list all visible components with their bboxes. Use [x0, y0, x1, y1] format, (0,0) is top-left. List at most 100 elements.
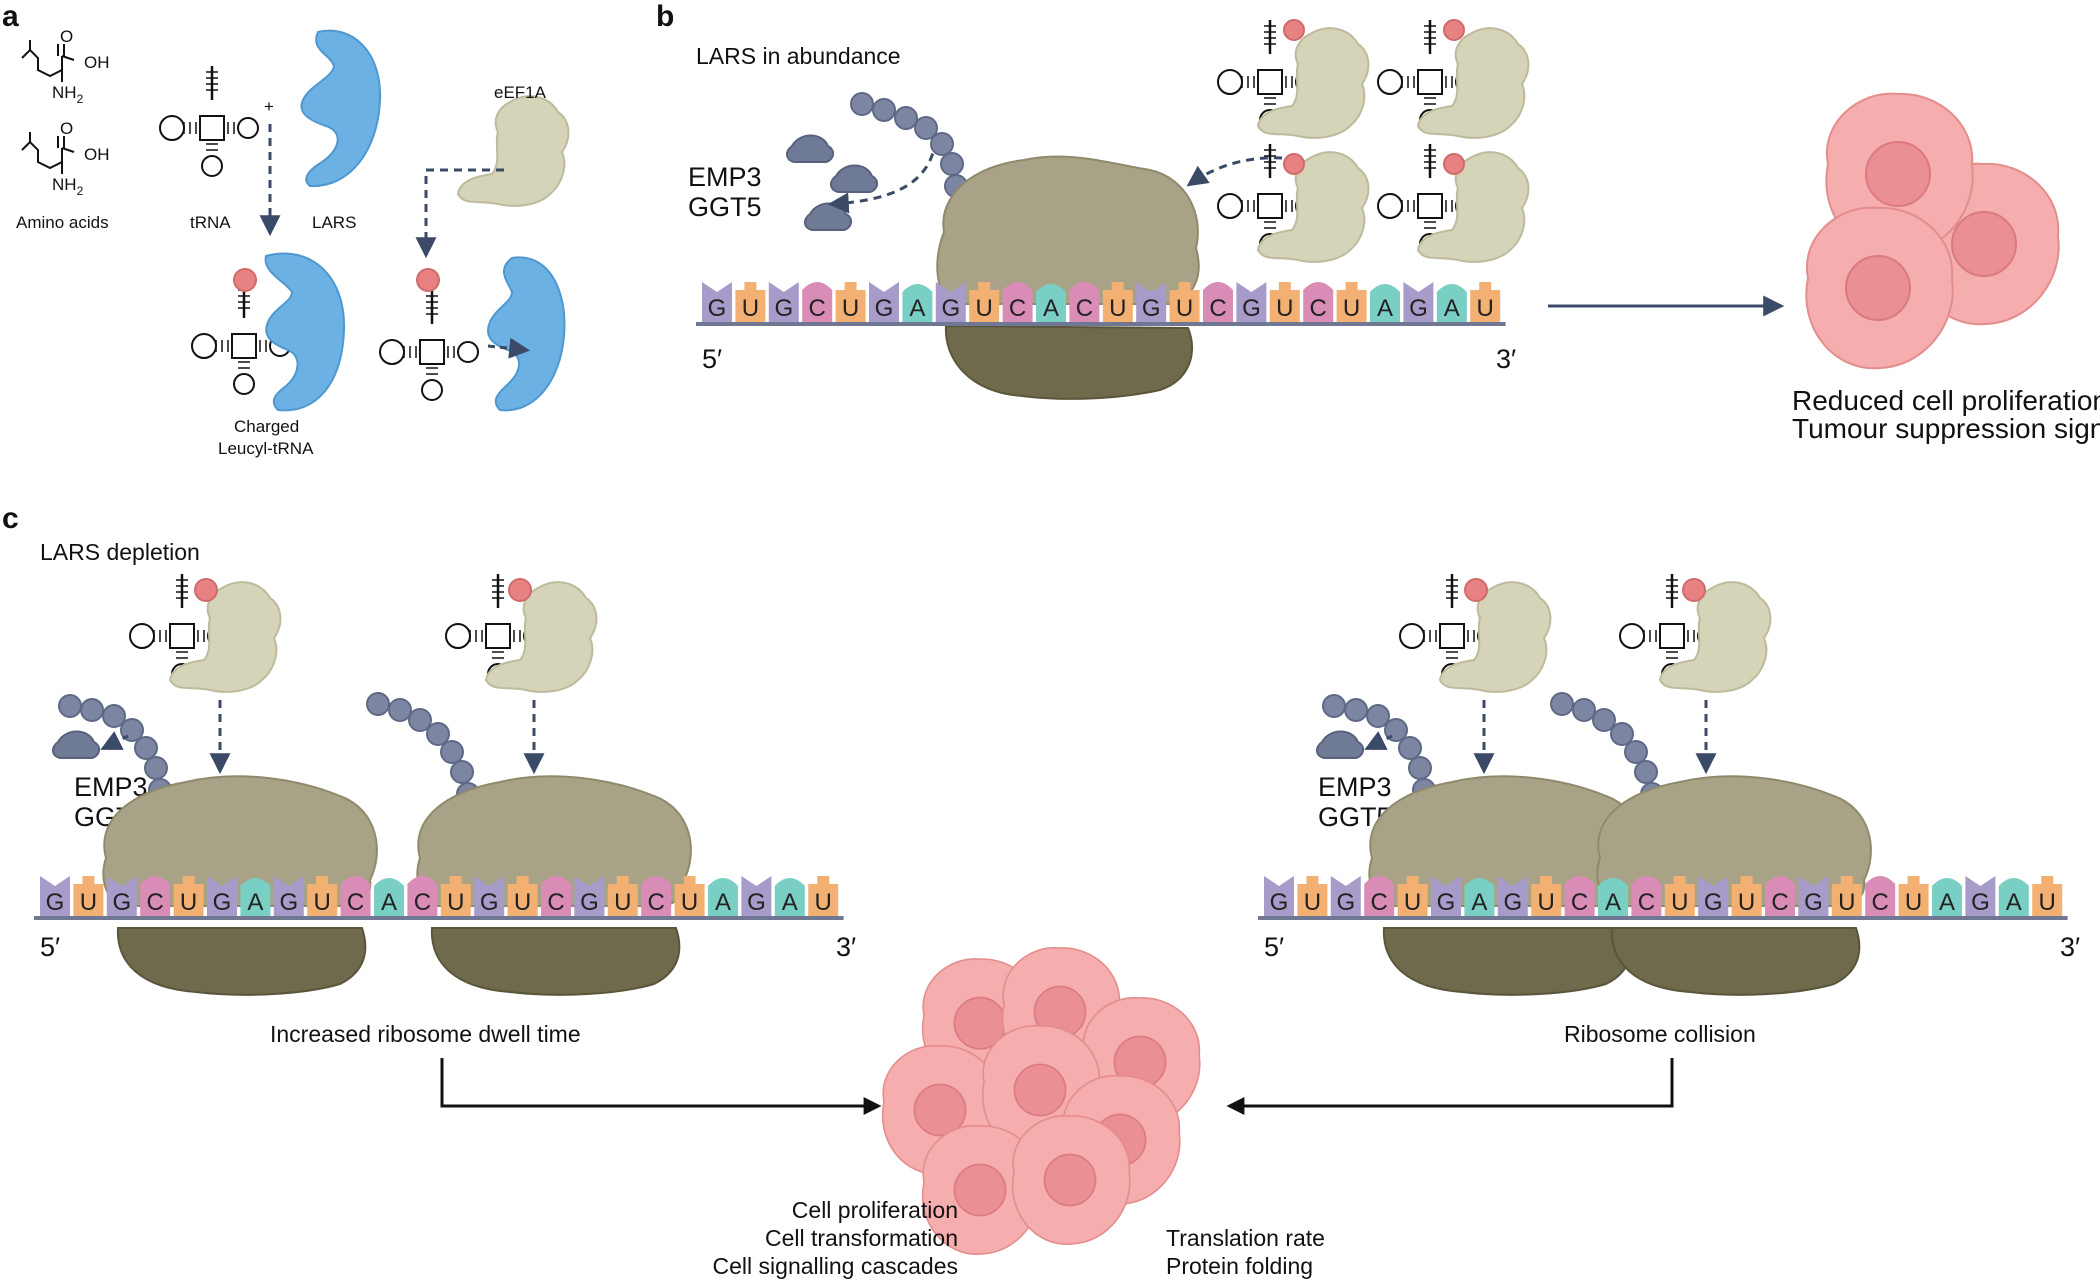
- amino-acids-label: Amino acids: [16, 213, 109, 232]
- nucleotide-letter: A: [1377, 295, 1393, 322]
- nucleotide-block: [1564, 876, 1595, 916]
- nucleotide-block: [1464, 878, 1495, 916]
- peptide-chain: [850, 92, 972, 220]
- nucleotide-block: [1403, 282, 1434, 322]
- panel-b: LARS in abundance EMP3 GGT5: [688, 18, 2100, 444]
- nucleotide-letter: G: [708, 295, 727, 322]
- five-prime-label: 5′: [1264, 932, 1284, 962]
- nucleotide-block: [374, 878, 404, 916]
- nucleotide-letter: G: [1971, 889, 1990, 916]
- nucleotide-block: [1336, 282, 1367, 322]
- nucleotide-block: [273, 876, 304, 916]
- ribosome-small-subunit: [430, 927, 681, 996]
- nucleotide-letter: G: [1336, 889, 1355, 916]
- nucleotide-block: [574, 876, 605, 916]
- ribosome-large-subunit: [1596, 775, 1872, 907]
- nucleotide-letter: U: [1538, 889, 1555, 916]
- outcome-cell-proliferation: Cell proliferation: [792, 1197, 958, 1223]
- nucleotide-letter: G: [1804, 889, 1823, 916]
- ribosome-small-subunit: [1382, 927, 1633, 996]
- nucleotide-block: [902, 284, 933, 322]
- nucleotide-block: [835, 282, 866, 322]
- nucleotide-letter: U: [314, 889, 331, 916]
- hydroxyl-label: OH: [84, 145, 110, 164]
- nucleotide-block: [407, 876, 438, 916]
- nucleotide-letter: U: [1404, 889, 1421, 916]
- trna-eef1a-complex: [444, 572, 598, 693]
- nucleotide-letter: U: [742, 295, 759, 322]
- trna-eef1a-complex: [128, 572, 282, 693]
- panel-label-b: b: [656, 0, 674, 33]
- nucleotide-letter: G: [1270, 889, 1289, 916]
- nucleotide-block: [1364, 876, 1395, 916]
- nucleotide-block: [2032, 876, 2063, 916]
- nucleotide-letter: C: [1771, 889, 1788, 916]
- nucleotide-block: [1297, 876, 1328, 916]
- nucleotide-letter: G: [279, 889, 298, 916]
- nucleotide-block: [1898, 876, 1929, 916]
- nucleotide-block: [40, 876, 70, 916]
- nucleotide-letter: U: [514, 889, 531, 916]
- nucleotide-letter: C: [147, 889, 164, 916]
- nucleotide-letter: U: [1738, 889, 1755, 916]
- released-protein: [1316, 730, 1364, 759]
- nucleotide-letter: C: [1076, 295, 1093, 322]
- nucleotide-block: [1136, 282, 1167, 322]
- nucleotide-block: [474, 876, 505, 916]
- trna-eef1a-complex: [1216, 142, 1370, 263]
- panel-c-title: LARS depletion: [40, 539, 200, 565]
- nucleotide-letter: C: [1209, 295, 1226, 322]
- nucleotide-block: [674, 876, 705, 916]
- eef1a-delivery-arrow: [415, 168, 504, 259]
- nucleotide-letter: G: [941, 295, 960, 322]
- nucleotide-letter: G: [1503, 889, 1522, 916]
- nucleotide-block: [808, 876, 839, 916]
- nucleotide-letter: C: [1872, 889, 1889, 916]
- left-trna-complexes: [128, 572, 598, 693]
- trna-entry-arrow: [1186, 156, 1283, 187]
- nucleotide-letter: G: [112, 889, 131, 916]
- outcome-cell-transformation: Cell transformation: [765, 1225, 958, 1251]
- nucleotide-letter: A: [1444, 295, 1460, 322]
- right-trna-complexes: [1398, 572, 1772, 693]
- nucleotide-block: [307, 876, 338, 916]
- nucleotide-letter: C: [648, 889, 665, 916]
- nucleotide-letter: G: [1409, 295, 1428, 322]
- nucleotide-letter: C: [547, 889, 564, 916]
- uncharged-complex: [378, 256, 566, 412]
- amino-acid-structure-1: [21, 40, 75, 82]
- nucleotide-block: [641, 876, 672, 916]
- nucleotide-letter: U: [1304, 889, 1321, 916]
- ribosome-large-subunit: [936, 155, 1200, 305]
- nucleotide-letter: A: [909, 295, 925, 322]
- nucleotide-block: [173, 876, 204, 916]
- ribosome-small-subunit: [1610, 927, 1861, 996]
- panel-b-title: LARS in abundance: [696, 43, 901, 69]
- peptide-chain: [366, 692, 480, 806]
- dwell-time-caption: Increased ribosome dwell time: [270, 1021, 581, 1047]
- amino-acid-structure-2: [21, 132, 75, 174]
- outcome-translation-rate: Translation rate: [1166, 1225, 1325, 1251]
- panel-c: LARS depletion EMP3 GGT5: [34, 539, 2080, 1279]
- nucleotide-letter: G: [875, 295, 894, 322]
- nucleotide-letter: U: [80, 889, 97, 916]
- nucleotide-letter: U: [1905, 889, 1922, 916]
- outcome-cell-signalling: Cell signalling cascades: [713, 1253, 958, 1279]
- nucleotide-block: [1036, 284, 1066, 322]
- release-arrow: [1364, 731, 1393, 750]
- nucleotide-block: [1664, 876, 1695, 916]
- nucleotide-block: [607, 876, 638, 916]
- nucleotide-letter: A: [1471, 889, 1487, 916]
- nucleotide-block: [1865, 876, 1896, 916]
- nucleotide-letter: A: [1043, 295, 1059, 322]
- nucleotide-block: [1264, 876, 1294, 916]
- nucleotide-block: [1431, 876, 1461, 916]
- nucleotide-block: [340, 876, 371, 916]
- nucleotide-block: [1169, 282, 1200, 322]
- three-prime-label: 3′: [836, 932, 856, 962]
- nucleotide-letter: C: [1009, 295, 1026, 322]
- trna-icon: [378, 288, 480, 402]
- nucleotide-letter: G: [46, 889, 65, 916]
